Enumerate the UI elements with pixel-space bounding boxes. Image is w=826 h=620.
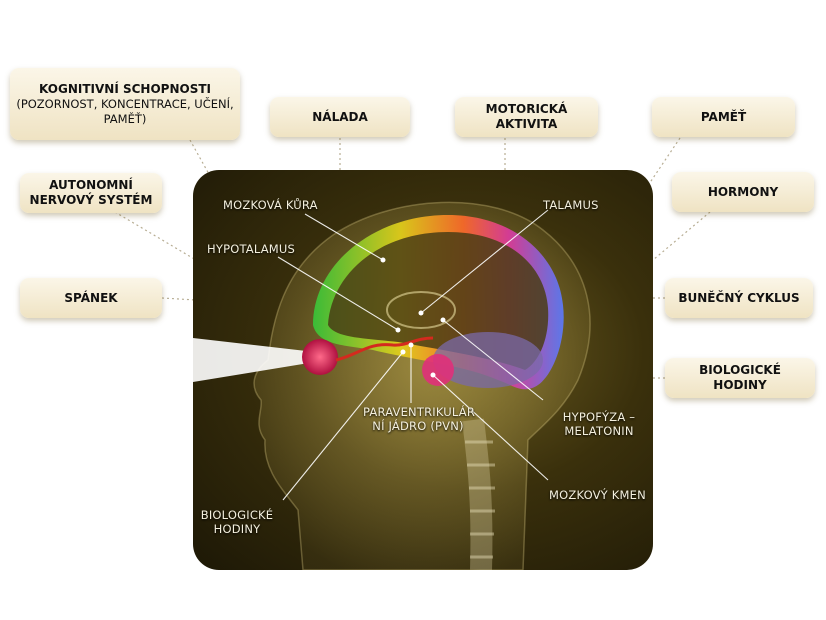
brain-panel: MOZKOVÁ KŮRA TALAMUS HYPOTALAMUS PARAVEN… xyxy=(193,170,653,570)
optic-path xyxy=(335,336,434,362)
connector-sleep xyxy=(161,297,197,301)
box-cognitive-title: KOGNITIVNÍ SCHOPNOSTI xyxy=(39,81,211,96)
label-pvn: PARAVENTRIKULÁR NÍ JÁDRO (PVN) xyxy=(363,405,476,433)
connector-memory xyxy=(644,137,681,191)
box-cell-cycle: BUNĚČNÝ CYKLUS xyxy=(665,278,813,318)
box-memory: PAMĚŤ xyxy=(652,97,795,137)
connector-cognitive xyxy=(189,139,216,186)
box-hormones: HORMONY xyxy=(672,172,814,212)
label-brainstem: MOZKOVÝ KMEN xyxy=(549,488,646,502)
pointer-bio-clock xyxy=(282,351,404,501)
spine xyxy=(462,418,493,570)
pointer-thalamus xyxy=(420,209,549,314)
box-mood: NÁLADA xyxy=(270,97,410,137)
connector-autonomic xyxy=(114,211,197,261)
box-autonomic: AUTONOMNÍ NERVOVÝ SYSTÉM xyxy=(20,173,162,213)
box-bio-clock: BIOLOGICKÉ HODINY xyxy=(665,358,815,398)
pointer-brainstem xyxy=(432,374,549,481)
pointer-pituitary xyxy=(442,319,544,401)
label-cortex: MOZKOVÁ KŮRA xyxy=(223,198,318,212)
label-bio-clock: BIOLOGICKÉ HODINY xyxy=(200,508,274,536)
brain-illustration xyxy=(193,201,591,570)
pituitary-bulb xyxy=(422,354,454,386)
pointer-cortex xyxy=(304,213,384,261)
label-hypothalamus: HYPOTALAMUS xyxy=(207,242,296,256)
box-motor: MOTORICKÁ AKTIVITA xyxy=(455,97,598,137)
cerebellum xyxy=(433,332,543,388)
label-pituitary: HYPOFÝZA – MELATONIN xyxy=(562,410,636,438)
box-cognitive-sub: (POZORNOST, KONCENTRACE, UČENÍ, PAMĚŤ) xyxy=(16,96,234,126)
box-sleep: SPÁNEK xyxy=(20,278,162,318)
pointer-hypothalamus xyxy=(277,256,399,331)
connector-hormones xyxy=(652,211,711,261)
label-thalamus: TALAMUS xyxy=(543,198,599,212)
eye xyxy=(302,339,338,375)
box-cognitive: KOGNITIVNÍ SCHOPNOSTI (POZORNOST, KONCEN… xyxy=(10,68,240,140)
light-beam xyxy=(193,338,315,382)
thalamus-shape xyxy=(386,291,456,329)
